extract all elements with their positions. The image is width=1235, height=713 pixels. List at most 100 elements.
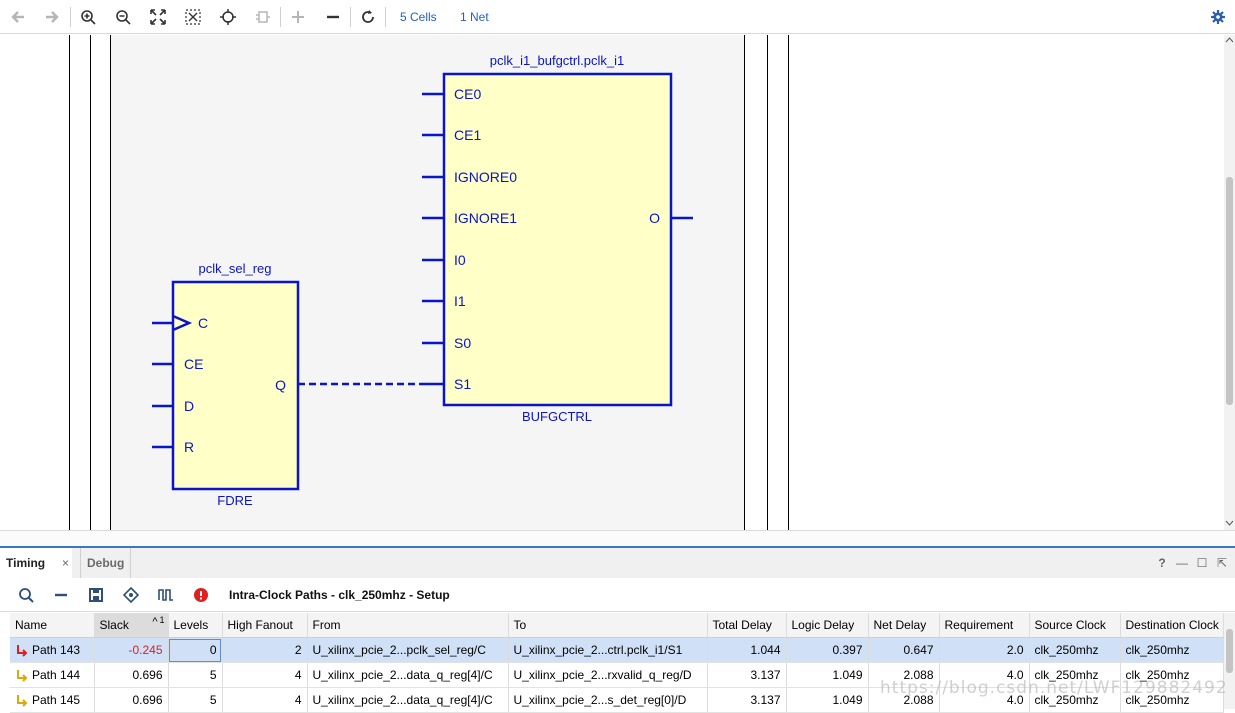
table-vertical-scrollbar[interactable] xyxy=(1224,613,1235,709)
from-cell: U_xilinx_pcie_2...data_q_reg[4]/C xyxy=(307,662,509,688)
col-destination-clock[interactable]: Destination Clock xyxy=(1120,613,1224,638)
col-net-delay[interactable]: Net Delay xyxy=(868,613,940,638)
bufgctrl-type-label: BUFGCTRL xyxy=(522,409,592,424)
col-source-clock[interactable]: Source Clock xyxy=(1029,613,1121,638)
pin-ce[interactable]: CE xyxy=(184,356,203,372)
pin-ignore1[interactable]: IGNORE1 xyxy=(454,210,517,226)
source-clock-cell: clk_250mhz xyxy=(1029,637,1121,663)
path-icon xyxy=(17,670,28,683)
table-row[interactable]: Path 144 0.696 5 4 U_xilinx_pcie_2...dat… xyxy=(10,662,1224,688)
schematic-vertical-scrollbar[interactable] xyxy=(1224,35,1235,530)
path-icon xyxy=(17,695,28,708)
nets-count-link[interactable]: 1 Net xyxy=(460,10,489,24)
col-total-delay[interactable]: Total Delay xyxy=(707,613,787,638)
fdre-cell[interactable]: pclk_sel_reg C CE D R Q FDRE xyxy=(152,261,300,508)
timing-toolbar: Intra-Clock Paths - clk_250mhz - Setup xyxy=(0,578,1235,612)
col-levels[interactable]: Levels xyxy=(168,613,223,638)
col-name[interactable]: Name xyxy=(10,613,95,638)
slack-cell: -0.245 xyxy=(94,637,169,663)
path-name-cell: Path 144 xyxy=(10,662,95,688)
float-icon[interactable]: ⇱ xyxy=(1216,556,1228,570)
pin-ce0[interactable]: CE0 xyxy=(454,86,481,102)
col-logic-delay[interactable]: Logic Delay xyxy=(786,613,869,638)
tab-timing[interactable]: Timing × xyxy=(0,548,72,578)
pin-ce1[interactable]: CE1 xyxy=(454,127,481,143)
pin-s0[interactable]: S0 xyxy=(454,335,471,351)
to-cell: U_xilinx_pcie_2...rxvalid_q_reg/D xyxy=(508,662,708,688)
sort-rank: 1 xyxy=(159,615,165,625)
col-from[interactable]: From xyxy=(307,613,509,638)
tab-debug-label: Debug xyxy=(87,556,125,570)
pin-q[interactable]: Q xyxy=(275,377,286,393)
col-to[interactable]: To xyxy=(508,613,708,638)
back-icon[interactable] xyxy=(8,7,28,27)
schematic-canvas[interactable]: pclk_i1_bufgctrl.pclk_i1 CE0 CE1 IGNORE0… xyxy=(0,35,1224,530)
col-high-fanout[interactable]: High Fanout xyxy=(222,613,308,638)
regenerate-icon[interactable] xyxy=(253,7,273,27)
slack-cell: 0.696 xyxy=(94,662,169,688)
minimize-icon[interactable]: — xyxy=(1176,556,1188,570)
fdre-type-label: FDRE xyxy=(217,493,253,508)
schematic-toolbar: 5 Cells 1 Net xyxy=(0,0,1235,34)
reload-icon[interactable] xyxy=(358,7,378,27)
pin-c[interactable]: C xyxy=(198,315,208,331)
zoom-in-icon[interactable] xyxy=(78,7,98,27)
tab-timing-label: Timing xyxy=(6,556,46,570)
panel-tab-bar: Timing × Debug ? — ☐ ⇱ xyxy=(0,546,1235,578)
to-cell: U_xilinx_pcie_2...ctrl.pclk_i1/S1 xyxy=(508,637,708,663)
zoom-out-icon[interactable] xyxy=(113,7,133,27)
levels-cell: 0 xyxy=(168,637,223,663)
expand-icon[interactable] xyxy=(288,7,308,27)
path-name-cell: Path 143 xyxy=(10,637,95,663)
pin-r[interactable]: R xyxy=(184,439,194,455)
pin-ignore0[interactable]: IGNORE0 xyxy=(454,169,517,185)
error-icon[interactable] xyxy=(191,585,211,605)
requirement-cell: 2.0 xyxy=(939,637,1030,663)
col-slack-label: Slack xyxy=(99,618,129,632)
waveform-icon[interactable] xyxy=(156,585,176,605)
close-icon[interactable]: × xyxy=(62,556,70,570)
gear-icon[interactable] xyxy=(1208,7,1228,27)
net-delay-cell: 0.647 xyxy=(868,637,940,663)
collapse-icon[interactable] xyxy=(323,7,343,27)
table-row[interactable]: Path 143 -0.245 0 2 U_xilinx_pcie_2...pc… xyxy=(10,637,1224,663)
destination-clock-cell: clk_250mhz xyxy=(1120,637,1224,663)
col-slack[interactable]: Slack ^ 1 xyxy=(94,613,169,638)
levels-cell: 5 xyxy=(168,662,223,688)
bufgctrl-instance-name: pclk_i1_bufgctrl.pclk_i1 xyxy=(490,53,624,68)
pin-s1[interactable]: S1 xyxy=(454,376,471,392)
panel-splitter[interactable] xyxy=(0,530,1235,547)
requirement-cell: 4.0 xyxy=(939,662,1030,688)
timing-paths-table: Name Slack ^ 1 Levels High Fanout From T… xyxy=(10,613,1224,713)
total-delay-cell: 3.137 xyxy=(707,662,787,688)
restore-icon[interactable]: ☐ xyxy=(1196,556,1208,570)
save-icon[interactable] xyxy=(86,585,106,605)
collapse-all-icon[interactable] xyxy=(51,585,71,605)
bufgctrl-cell[interactable]: pclk_i1_bufgctrl.pclk_i1 CE0 CE1 IGNORE0… xyxy=(422,53,693,424)
fanout-cell: 2 xyxy=(222,637,308,663)
total-delay-cell: 1.044 xyxy=(707,637,787,663)
pin-i1[interactable]: I1 xyxy=(454,293,466,309)
zoom-fit-icon[interactable] xyxy=(148,7,168,27)
fanout-cell: 4 xyxy=(222,662,308,688)
search-icon[interactable] xyxy=(16,585,36,605)
timing-panel: Timing × Debug ? — ☐ ⇱ Intra-Clock Paths… xyxy=(0,546,1235,713)
pin-o[interactable]: O xyxy=(649,210,660,226)
forward-icon[interactable] xyxy=(42,7,62,27)
fdre-instance-name: pclk_sel_reg xyxy=(199,261,272,276)
col-requirement[interactable]: Requirement xyxy=(939,613,1030,638)
logic-delay-cell: 0.397 xyxy=(786,637,869,663)
source-clock-cell: clk_250mhz xyxy=(1029,662,1121,688)
from-cell: U_xilinx_pcie_2...pclk_sel_reg/C xyxy=(307,637,509,663)
pin-d[interactable]: D xyxy=(184,398,194,414)
tab-debug[interactable]: Debug xyxy=(80,548,132,578)
cells-count-link[interactable]: 5 Cells xyxy=(400,10,437,24)
help-icon[interactable]: ? xyxy=(1158,556,1166,570)
sort-ascending-icon: ^ xyxy=(152,616,158,628)
autofit-icon[interactable] xyxy=(218,7,238,27)
failed-path-icon xyxy=(17,645,28,658)
table-header-row: Name Slack ^ 1 Levels High Fanout From T… xyxy=(10,613,1224,638)
pin-i0[interactable]: I0 xyxy=(454,252,466,268)
filter-icon[interactable] xyxy=(121,585,141,605)
fit-selection-icon[interactable] xyxy=(183,7,203,27)
